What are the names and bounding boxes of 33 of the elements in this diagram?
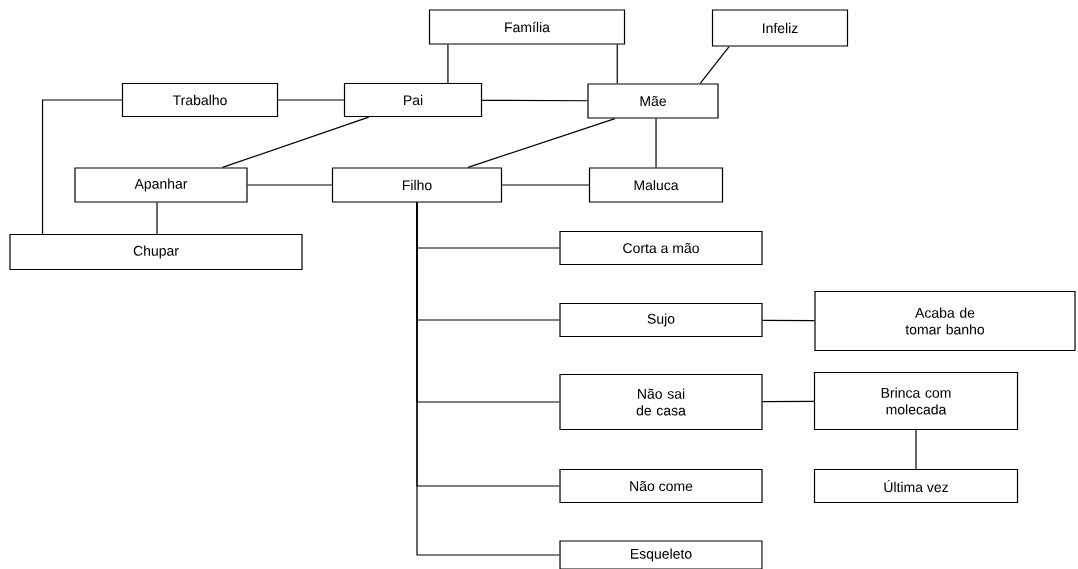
text-box: Mãe xyxy=(587,83,719,119)
connector-line xyxy=(481,99,588,102)
connector-line xyxy=(156,202,158,235)
text-box: Esqueleto xyxy=(559,540,763,569)
connector-line xyxy=(247,184,333,186)
text-box: Última vez xyxy=(813,468,1019,504)
text-box: Maluca xyxy=(588,167,724,203)
text-box: Pai xyxy=(343,82,483,118)
connector-line xyxy=(915,429,917,470)
connector-line xyxy=(762,319,815,322)
text-box: Filho xyxy=(331,167,503,203)
text-box: Apanhar xyxy=(74,167,248,203)
text-box: Sujo xyxy=(559,302,763,338)
text-box: Trabalho xyxy=(121,82,279,118)
text-box: Família xyxy=(428,9,626,45)
connector-line xyxy=(616,44,618,84)
text-box: Corta a mão xyxy=(559,230,763,266)
text-box: Brinca com molecada xyxy=(813,371,1019,431)
connector-line xyxy=(501,184,590,186)
connector-line xyxy=(655,118,657,168)
connector-line xyxy=(221,116,370,168)
connector-line xyxy=(699,46,730,84)
text-box: Chupar xyxy=(9,233,303,271)
connector-line xyxy=(277,99,345,101)
text-box: Infeliz xyxy=(711,9,849,47)
connector-line xyxy=(447,44,449,84)
connector-line xyxy=(416,202,560,556)
connector-line xyxy=(467,118,616,168)
text-box: Não come xyxy=(559,468,763,504)
text-box: Acaba de tomar banho xyxy=(814,290,1076,352)
connector-line xyxy=(762,400,815,403)
text-box: Não sai de casa xyxy=(559,373,763,431)
connector-line xyxy=(41,99,123,235)
